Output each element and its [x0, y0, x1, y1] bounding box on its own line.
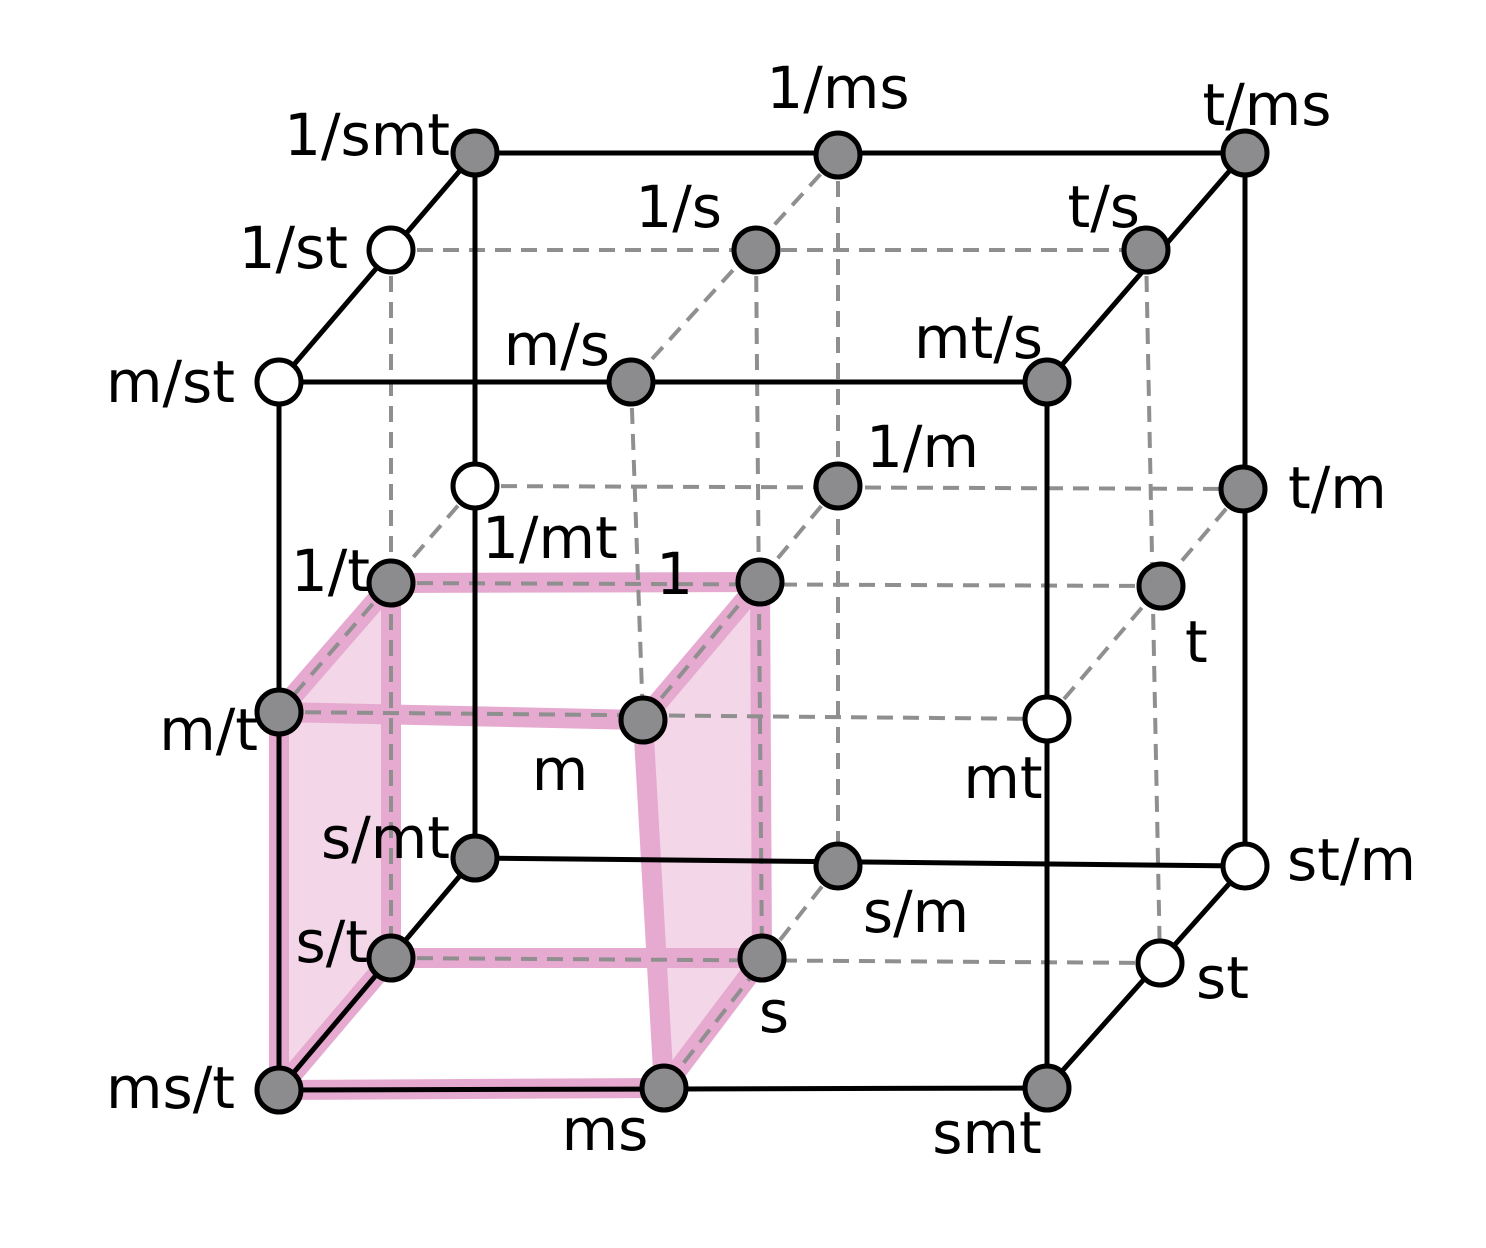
label-ms: ms [562, 1096, 649, 1164]
node-1 [735, 557, 785, 607]
node-s-t [366, 933, 416, 983]
label-t: t [1185, 608, 1208, 676]
node-t-m [1218, 464, 1268, 514]
label-1-m: 1/m [866, 413, 979, 481]
label-m: m [532, 736, 589, 804]
label-s-t: s/t [296, 908, 369, 976]
labels: 1/smt 1/ms t/ms 1/st 1/s t/s m/st m/s mt… [106, 54, 1416, 1167]
node-1-t [366, 558, 416, 608]
label-m-st: m/st [106, 348, 235, 416]
label-1-t: 1/t [291, 537, 370, 605]
node-s-m [813, 841, 863, 891]
node-ms [639, 1063, 689, 1113]
label-smt: smt [932, 1099, 1041, 1167]
label-ms-t: ms/t [106, 1054, 235, 1122]
node-ms-t [254, 1065, 304, 1115]
label-1-st: 1/st [239, 214, 348, 282]
label-t-ms: t/ms [1203, 71, 1332, 139]
node-1-mt [450, 461, 500, 511]
label-t-m: t/m [1288, 454, 1387, 522]
nodes [254, 128, 1270, 1115]
label-mt-s: mt/s [914, 304, 1043, 372]
node-1-m [813, 461, 863, 511]
node-1-st [366, 225, 416, 275]
label-s-m: s/m [863, 878, 969, 946]
label-1-smt: 1/smt [284, 101, 450, 169]
label-1: 1 [656, 540, 693, 608]
node-mt [1022, 694, 1072, 744]
label-s: s [759, 978, 789, 1046]
label-m-t: m/t [159, 696, 258, 764]
node-m-st [254, 357, 304, 407]
label-s-mt: s/mt [321, 804, 450, 872]
node-st [1135, 938, 1185, 988]
label-m-s: m/s [504, 311, 610, 379]
node-smt [1022, 1063, 1072, 1113]
node-st-m [1220, 841, 1270, 891]
node-1-ms [813, 130, 863, 180]
label-st-m: st/m [1287, 826, 1416, 894]
label-t-s: t/s [1068, 173, 1141, 241]
label-st: st [1196, 944, 1249, 1012]
node-m [618, 695, 668, 745]
label-1-mt: 1/mt [482, 504, 618, 572]
node-s [737, 933, 787, 983]
node-mt-s [1022, 357, 1072, 407]
node-1-smt [450, 128, 500, 178]
node-t-ms [1220, 128, 1270, 178]
node-m-t [254, 687, 304, 737]
node-t-s [1121, 225, 1171, 275]
node-t [1136, 561, 1186, 611]
node-m-s [606, 357, 656, 407]
node-s-mt [450, 833, 500, 883]
node-1-s [731, 225, 781, 275]
label-mt: mt [963, 744, 1042, 812]
label-1-s: 1/s [635, 173, 722, 241]
label-1-ms: 1/ms [766, 54, 909, 122]
